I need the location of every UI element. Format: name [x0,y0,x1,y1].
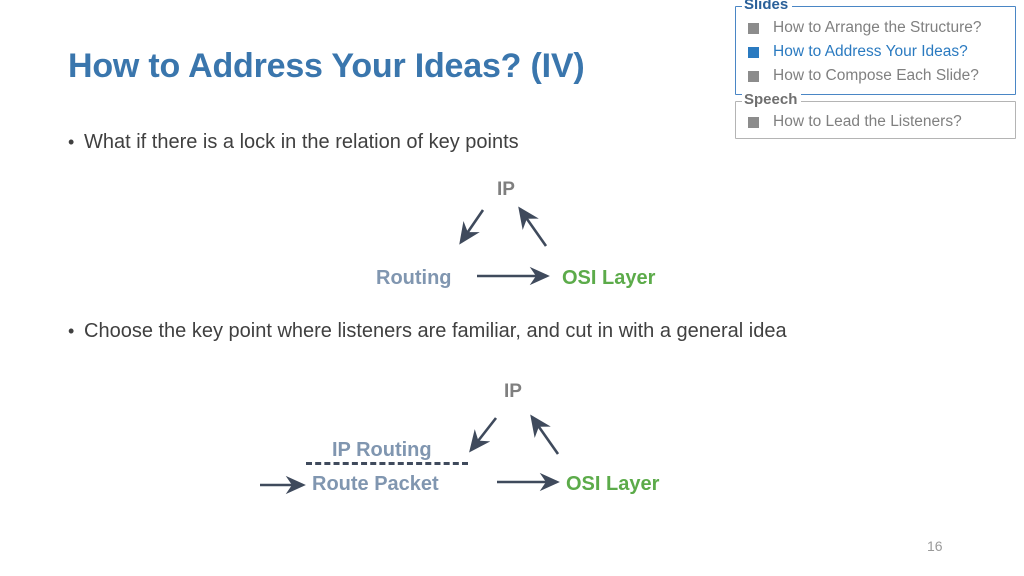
diagram-1-node-osi-layer: OSI Layer [562,267,656,289]
diagram-2-node-osi-layer: OSI Layer [566,473,660,495]
diagram-2-divider [306,462,468,465]
page-number: 16 [927,538,943,554]
nav-group-slides: Slides How to Arrange the Structure? How… [735,0,1016,95]
bullet-item-1: • What if there is a lock in the relatio… [68,131,519,154]
bullet-item-2: • Choose the key point where listeners a… [68,320,787,343]
page-title: How to Address Your Ideas? (IV) [68,47,585,85]
nav-item-label: How to Address Your Ideas? [773,43,968,60]
bullet-marker: • [68,321,75,341]
nav-group-speech: Speech How to Lead the Listeners? [735,92,1016,139]
nav-group-speech-legend: Speech [742,92,802,107]
arrow-ip-to-routing [459,209,485,245]
nav-item-label: How to Arrange the Structure? [773,19,982,36]
diagram-general-idea-entry: IP IP Routing Route Packet OSI Layer [255,370,700,505]
navigation-panel: Slides How to Arrange the Structure? How… [735,0,1016,139]
nav-group-slides-legend: Slides [742,0,793,12]
bullet-marker: • [68,132,75,152]
nav-item-address-ideas[interactable]: How to Address Your Ideas? [742,40,1009,64]
arrow-osi-to-ip [530,414,560,455]
square-bullet-icon [748,116,759,128]
arrow-ip-to-ip-routing [469,417,498,453]
nav-item-arrange-structure[interactable]: How to Arrange the Structure? [742,16,1009,40]
square-bullet-icon [748,22,759,34]
diagram-2-node-route-packet: Route Packet [312,473,439,495]
nav-item-compose-slide[interactable]: How to Compose Each Slide? [742,64,1009,88]
square-bullet-icon [748,46,759,58]
nav-item-lead-listeners[interactable]: How to Lead the Listeners? [742,110,1009,134]
diagram-1-node-ip: IP [497,179,515,200]
arrow-osi-to-ip [518,206,548,247]
diagram-2-node-ip-routing: IP Routing [332,439,432,461]
diagram-1-arrows [459,206,550,286]
diagram-2-node-ip: IP [504,381,522,402]
bullet-text: What if there is a lock in the relation … [84,131,519,153]
diagram-locked-relation: IP Routing OSI Layer [340,170,700,295]
diagram-2-arrows [260,414,560,495]
nav-item-label: How to Compose Each Slide? [773,67,979,84]
diagram-1-node-routing: Routing [376,267,452,289]
square-bullet-icon [748,70,759,82]
nav-item-label: How to Lead the Listeners? [773,113,962,130]
bullet-text: Choose the key point where listeners are… [84,320,787,342]
